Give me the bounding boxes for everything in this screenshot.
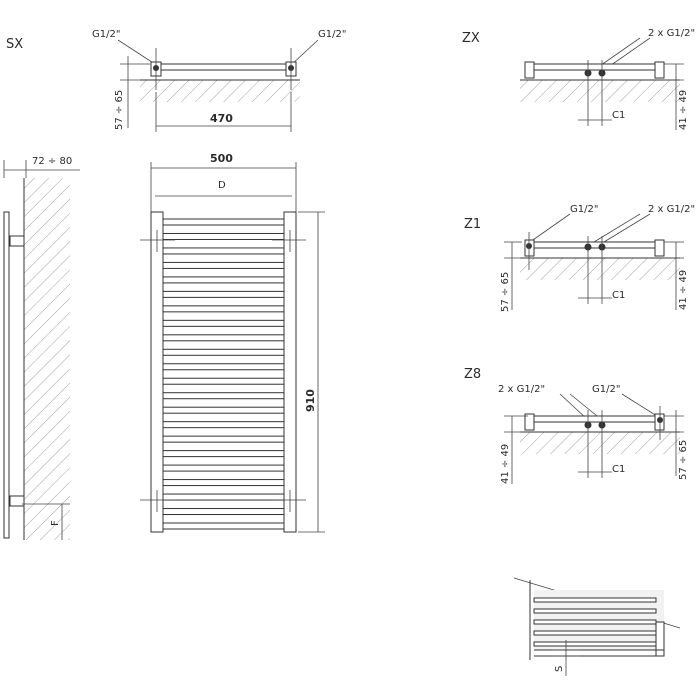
z8-c1-dim: C1 [612,464,625,475]
z8-conn-left-label: 2 x G1/2" [498,384,545,395]
front-bar [162,392,285,400]
sx-conn-left-label: G1/2" [92,29,120,40]
detail-bar [533,630,657,636]
zx-radiator [529,63,661,71]
z1-label: Z1 [464,217,481,232]
detail-bar [533,597,657,603]
z1-conn-left-label: G1/2" [570,204,598,215]
sx-offset-dim: 57 ÷ 65 [114,90,125,130]
front-bar [162,435,285,443]
side-f-dim: F [50,520,61,526]
sx-top-view: SX G1/2" G1/2" 57 ÷ 65 470 [6,29,346,132]
front-bar [162,276,285,284]
front-bar [162,450,285,458]
z1-view: Z1 G1/2" 2 x G1/2" C1 57 ÷ 65 41 ÷ 49 [464,204,695,312]
detail-bar [533,619,657,625]
front-bar [162,348,285,356]
front-d-dim: D [218,180,226,191]
front-height-dim: 910 [304,389,317,412]
front-bar [162,377,285,385]
detail-s-dim: S [554,666,565,672]
sx-conn-right-label: G1/2" [318,29,346,40]
sx-radiator-top [154,63,296,71]
side-view: 72 ÷ 80 F [3,156,80,540]
front-bar [162,218,285,226]
z1-offset-dim: 57 ÷ 65 [500,272,511,312]
z1-c1-dim: C1 [612,290,625,301]
front-bar [162,406,285,414]
front-bar [162,522,285,530]
z8-view: Z8 2 x G1/2" G1/2" C1 41 ÷ 49 57 ÷ 65 [464,367,689,484]
front-bar [162,493,285,501]
front-left-column [150,211,164,533]
sx-spacing-dim: 470 [210,112,233,125]
zx-depth-dim: 41 ÷ 49 [678,90,689,130]
zx-conn-label: 2 x G1/2" [648,28,695,39]
zx-view: ZX 2 x G1/2" C1 41 ÷ 49 [462,28,695,130]
front-bar [162,247,285,255]
zx-c1-dim: C1 [612,110,625,121]
front-right-column [283,211,297,533]
z8-depth-dim: 41 ÷ 49 [500,444,511,484]
detail-bar [533,641,657,647]
detail-view: S [513,577,681,676]
zx-label: ZX [462,31,480,46]
front-bar [162,305,285,313]
front-bar [162,334,285,342]
front-bar [162,232,285,240]
z1-depth-dim: 41 ÷ 49 [678,270,689,310]
side-wall-gap-dim: 72 ÷ 80 [32,156,72,167]
z8-label: Z8 [464,367,481,382]
sx-label: SX [6,37,23,52]
front-view: 500 D 910 [140,152,325,533]
z1-radiator [529,241,661,249]
front-bar [162,464,285,472]
detail-bar [533,608,657,614]
front-bar [162,421,285,429]
z1-conn-right-label: 2 x G1/2" [648,204,695,215]
front-bar [162,290,285,298]
z8-conn-right-label: G1/2" [592,384,620,395]
sx-wall-hatch [140,80,300,102]
front-bar [162,479,285,487]
side-radiator [3,211,10,539]
z8-radiator [529,415,661,423]
front-width-dim: 500 [210,152,233,165]
front-bars [162,218,285,530]
front-bar [162,261,285,269]
side-wall-hatch [24,178,70,540]
z8-offset-dim: 57 ÷ 65 [678,440,689,480]
front-bar [162,363,285,371]
front-bar [162,319,285,327]
front-bar [162,508,285,516]
